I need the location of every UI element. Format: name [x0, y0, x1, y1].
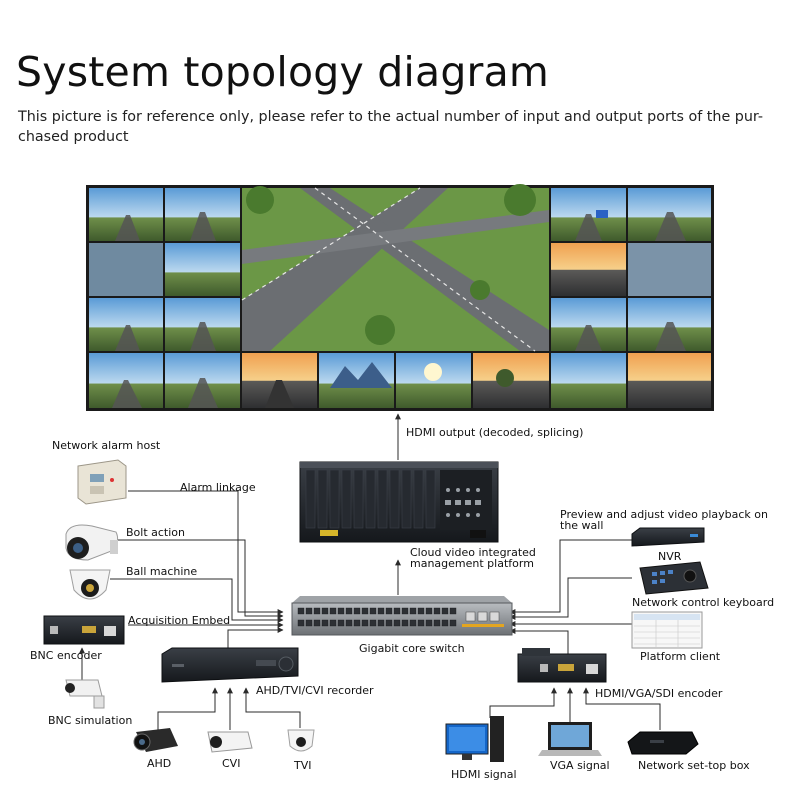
label-hdmi-vga-sdi-encoder: HDMI/VGA/SDI encoder: [595, 687, 723, 700]
label-ball-machine: Ball machine: [126, 565, 198, 578]
label-bnc-encoder: BNC encoder: [30, 649, 102, 662]
video-wall-left-tiles: [89, 188, 240, 408]
cloud-platform-device: [299, 461, 499, 543]
hdmi-vga-sdi-encoder-device: [517, 648, 607, 683]
label-tvi: TVI: [294, 759, 312, 772]
line-ball-machine: [110, 578, 284, 623]
ahd-camera-device: [133, 728, 178, 752]
line-hdmi-signal: [489, 687, 557, 718]
line-tvi: [243, 687, 301, 728]
cvi-camera-device: [207, 731, 253, 753]
label-bnc-simulation: BNC simulation: [48, 714, 133, 727]
label-bolt-action: Bolt action: [126, 526, 186, 539]
line-set-top-box: [583, 687, 661, 730]
label-gigabit-switch: Gigabit core switch: [359, 642, 465, 655]
label-hdmi-output: HDMI output (decoded, splicing): [406, 426, 584, 439]
label-cloud-platform-line1: Cloud video integrated: [410, 546, 536, 559]
bnc-simulation-camera-device: [65, 679, 105, 709]
label-vga-signal: VGA signal: [550, 759, 610, 772]
line-encoder-right: [509, 628, 569, 655]
connection-lines: [79, 413, 661, 735]
label-cloud-platform-line2: management platform: [410, 557, 534, 570]
wall-tile: [551, 243, 626, 296]
label-ahd: AHD: [147, 757, 172, 770]
label-cvi: CVI: [222, 757, 241, 770]
line-nvr: [509, 539, 632, 615]
label-alarm-linkage: Alarm linkage: [180, 481, 256, 494]
wall-tile: [628, 243, 711, 296]
line-alarm-linkage: [128, 490, 284, 615]
label-acquisition-embed: Acquisition Embed: [128, 614, 231, 627]
video-wall-bottom-tiles: [242, 353, 549, 408]
label-recorder: AHD/TVI/CVI recorder: [256, 684, 374, 697]
label-nvr: NVR: [658, 550, 682, 563]
nvr-device: [631, 527, 705, 547]
label-network-alarm-host: Network alarm host: [52, 439, 161, 452]
line-recorder: [227, 627, 284, 655]
label-network-set-top-box: Network set-top box: [638, 759, 750, 772]
wall-tile: [628, 353, 711, 408]
label-preview-line1: Preview and adjust video playback on: [560, 508, 768, 521]
label-platform-client: Platform client: [640, 650, 721, 663]
page-subtitle: This picture is for reference only, plea…: [18, 109, 764, 145]
label-hdmi-signal: HDMI signal: [451, 768, 517, 781]
wall-tile: [89, 243, 163, 296]
hdmi-signal-pc-device: [445, 716, 504, 762]
line-ahd: [157, 687, 218, 735]
network-alarm-host-device: [77, 459, 127, 505]
page-title: System topology diagram: [16, 48, 550, 96]
line-bolt-action: [118, 539, 284, 619]
line-keyboard: [509, 577, 632, 620]
video-wall: [86, 184, 714, 411]
ball-machine-camera-device: [69, 569, 111, 600]
gigabit-core-switch-device: [291, 596, 513, 636]
bolt-action-camera-device: [65, 524, 119, 561]
bnc-encoder-device: [43, 615, 125, 645]
recorder-device: [161, 647, 299, 683]
tvi-camera-device: [287, 729, 315, 752]
video-wall-main-image: [241, 184, 549, 352]
wall-tile: [165, 243, 240, 296]
label-network-control-keyboard: Network control keyboard: [632, 596, 775, 609]
video-wall-right-tiles: [551, 188, 711, 408]
network-set-top-box-device: [627, 731, 699, 755]
label-preview-line2: the wall: [560, 519, 604, 532]
network-control-keyboard-device: [639, 561, 709, 595]
vga-signal-laptop-device: [538, 722, 602, 756]
platform-client-device: [631, 611, 703, 649]
wall-tile: [551, 353, 626, 408]
